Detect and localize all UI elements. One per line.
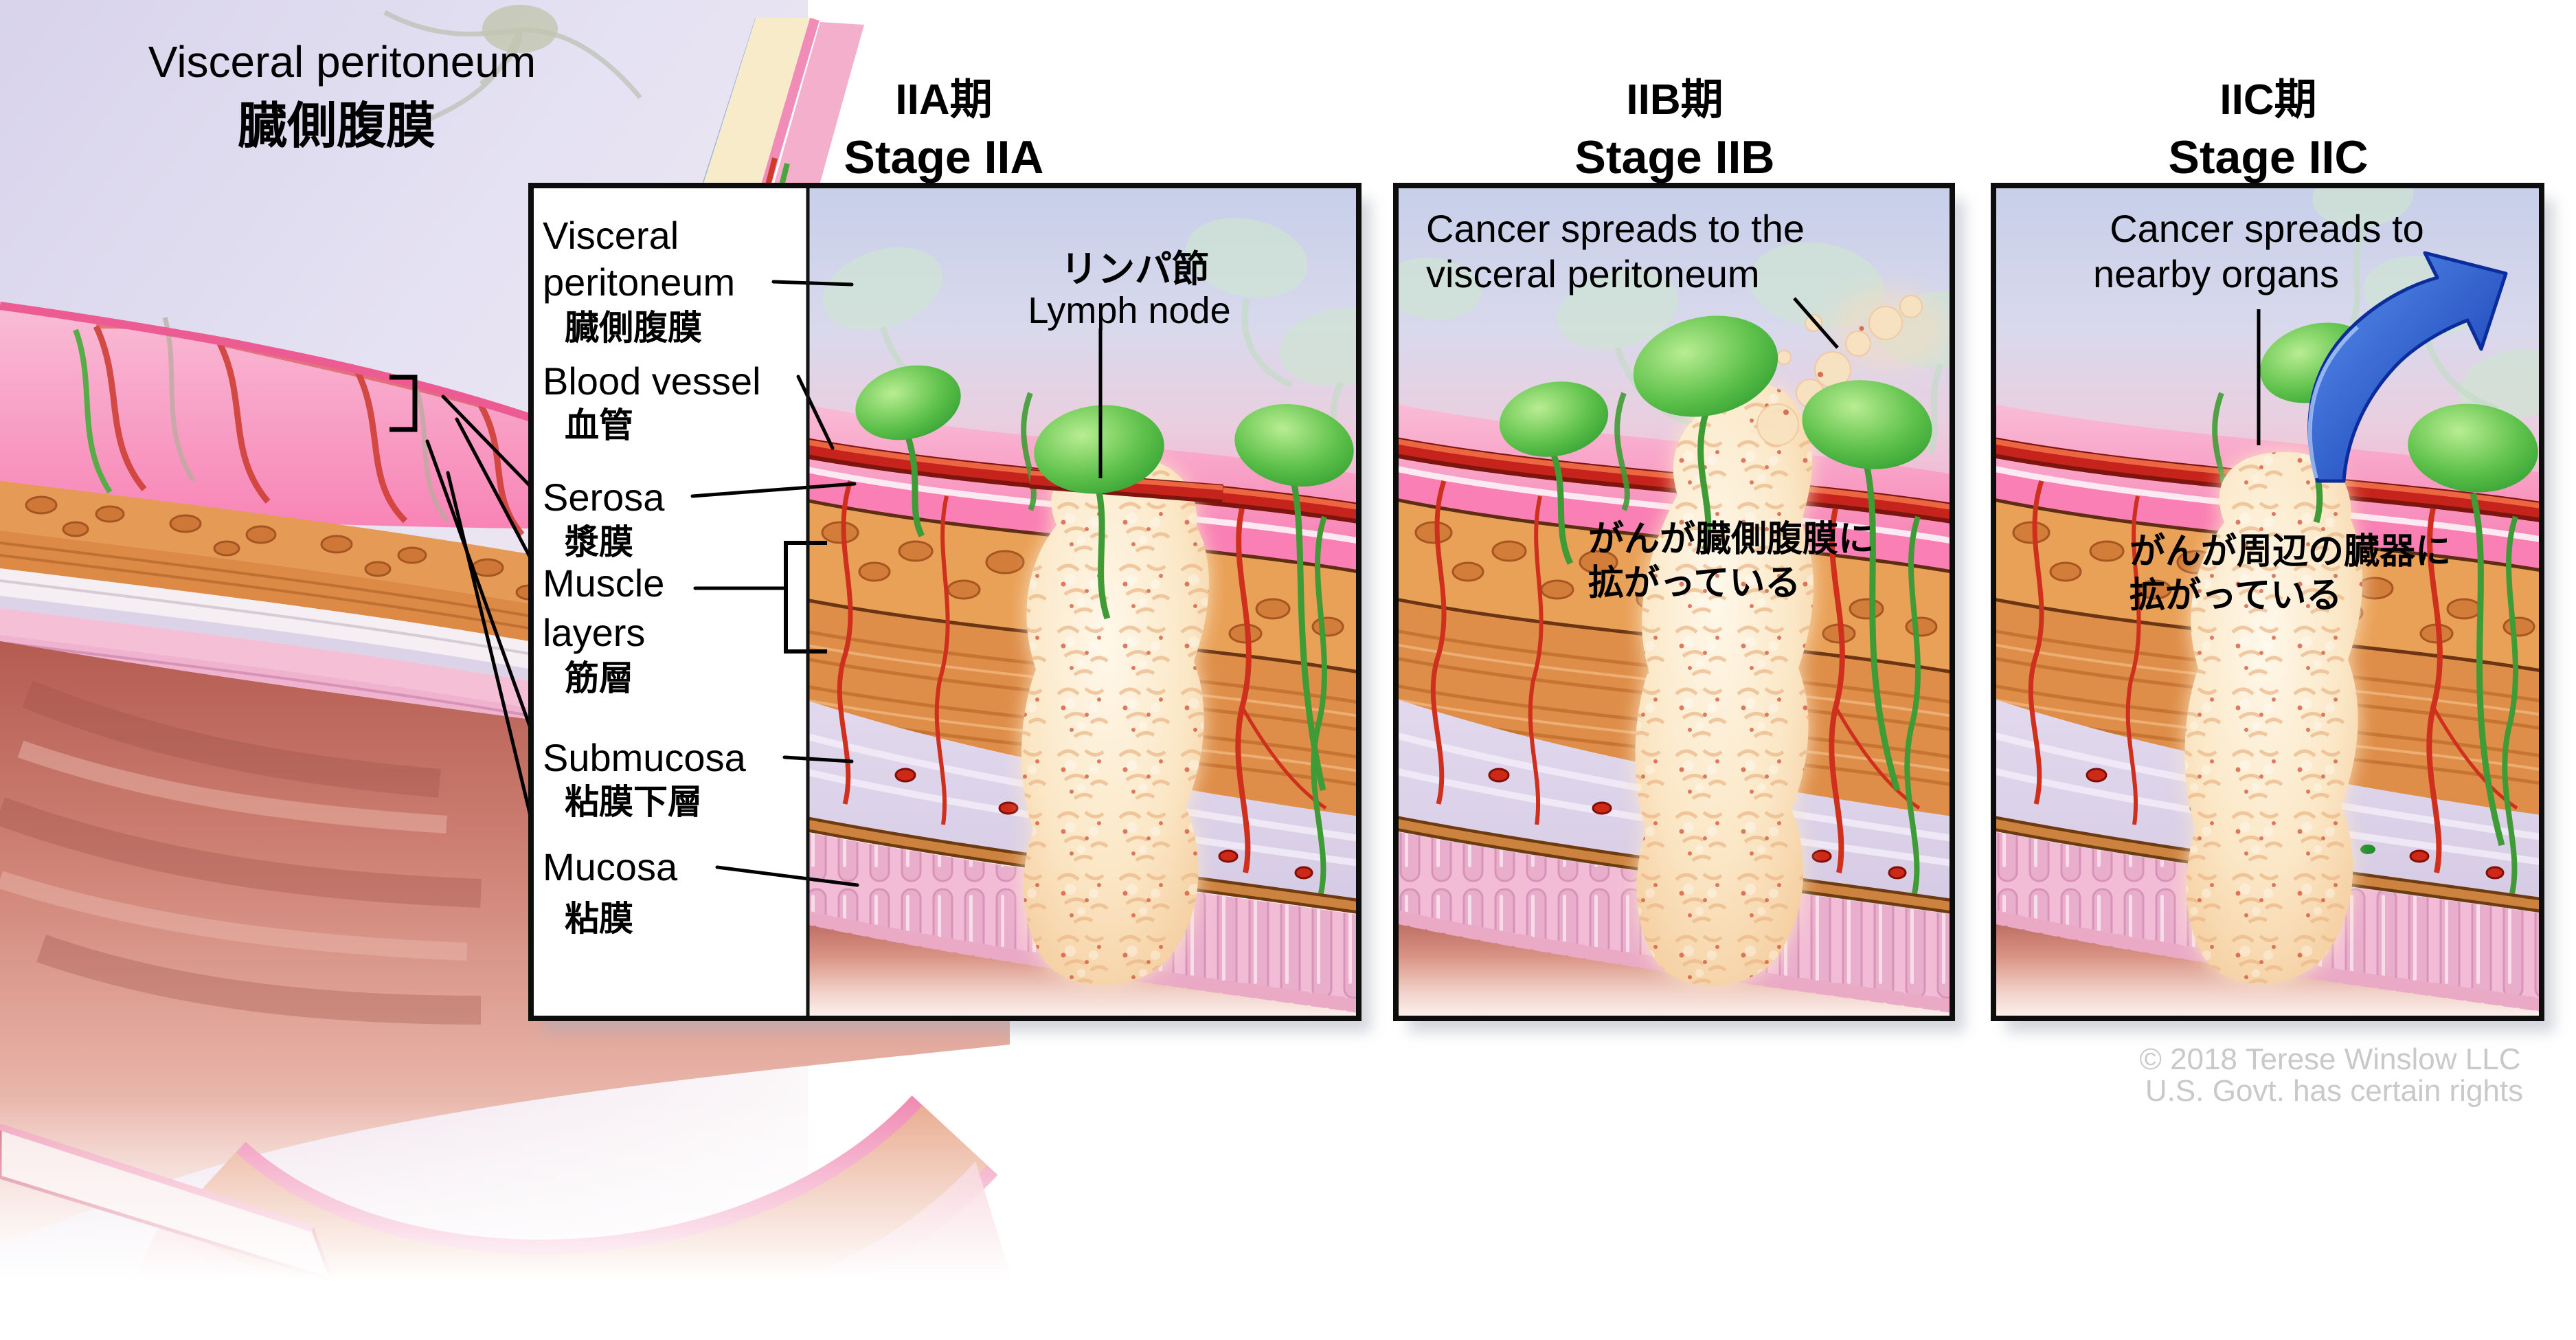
panel-iia-frame [528, 183, 1362, 1021]
label-visceral-peritoneum-ja: 臓側腹膜 [565, 309, 702, 347]
caption-iic-ja-1: がんが周辺の臓器に [2129, 532, 2451, 572]
label-muscle-2: layers [543, 611, 645, 654]
stage-iia-title-ja: IIA期 [895, 76, 992, 124]
panel-iic-frame [1991, 183, 2544, 1021]
label-blood-vessel: Blood vessel [543, 359, 761, 403]
stage-iib-title-ja: IIB期 [1626, 76, 1723, 124]
illustration-title-en: Visceral peritoneum [148, 37, 536, 87]
layer-bracket [389, 375, 418, 432]
panel-iib-frame [1393, 183, 1955, 1021]
spread-arrow-icon [2307, 251, 2508, 483]
stage-iic-title-en: Stage IIC [2169, 131, 2369, 183]
caption-iib-ja-2: 拡がっている [1588, 563, 1800, 603]
bottom-fade [0, 1099, 1168, 1340]
layer-label-box: Visceral peritoneum 臓側腹膜 Blood vessel 血管… [543, 214, 859, 938]
stage-iib-title-en: Stage IIB [1575, 131, 1775, 183]
lymph-nodes-iia [847, 355, 1357, 792]
tumor-iic [2184, 451, 2363, 984]
stage-iic-title-ja: IIC期 [2219, 76, 2316, 124]
label-visceral-peritoneum-1: Visceral [543, 214, 679, 257]
label-mucosa: Mucosa [543, 845, 678, 889]
cut-lavender-band [0, 596, 642, 702]
label-serosa-ja: 漿膜 [565, 523, 633, 561]
leader-lines-right [690, 280, 859, 887]
caption-iic-ja-2: 拡がっている [2129, 576, 2342, 616]
surface-lymph-vessels [162, 317, 450, 523]
lumen-ridges [0, 680, 482, 1025]
panel-stage-iic: Cancer spreads to nearby organs がんが周辺の臓器… [1991, 76, 2544, 1021]
cut-submucosa-layer [0, 568, 642, 690]
label-muscle-ja: 筋層 [565, 659, 633, 697]
caption-iib-en-2: visceral peritoneum [1426, 252, 1760, 295]
faint-lymph-nodes-iic [2309, 187, 2540, 431]
caption-iib-ja-1: がんが臓側腹膜に [1588, 520, 1874, 559]
label-visceral-peritoneum-2: peritoneum [543, 260, 735, 304]
copyright-line2: U.S. Govt. has certain rights [2145, 1074, 2523, 1108]
lymph-node-label-ja: リンパ節 [1061, 249, 1209, 290]
caption-iic-en-2: nearby organs [2093, 252, 2339, 295]
tumor-iia [1021, 456, 1209, 985]
label-submucosa: Submucosa [543, 736, 747, 779]
label-mucosa-ja: 粘膜 [565, 900, 633, 938]
label-muscle-1: Muscle [543, 561, 664, 605]
label-serosa: Serosa [543, 476, 665, 519]
illustration-title-ja: 臓側腹膜 [238, 99, 436, 154]
caption-leader-iib [1793, 297, 1839, 349]
leader-lines-left [425, 394, 542, 858]
panel-stage-iib: Cancer spreads to the visceral peritoneu… [1393, 76, 1955, 1021]
lymph-nodes-iib [1493, 302, 1938, 792]
stage-iia-title-en: Stage IIA [844, 131, 1044, 183]
tumor-iib [1635, 383, 1814, 986]
faint-lymph-node [482, 5, 558, 53]
panel-stage-iia: リンパ節 Lymph node Visceral peritoneum 臓側腹膜… [528, 76, 1362, 1021]
label-blood-vessel-ja: 血管 [565, 406, 633, 445]
caption-iic-en-1: Cancer spreads to [2110, 207, 2424, 250]
copyright-line1: © 2018 Terese Winslow LLC [2140, 1042, 2521, 1076]
caption-iib-en-1: Cancer spreads to the [1426, 207, 1805, 250]
label-submucosa-ja: 粘膜下層 [565, 783, 702, 821]
lymph-node-label-en: Lymph node [1028, 290, 1230, 331]
